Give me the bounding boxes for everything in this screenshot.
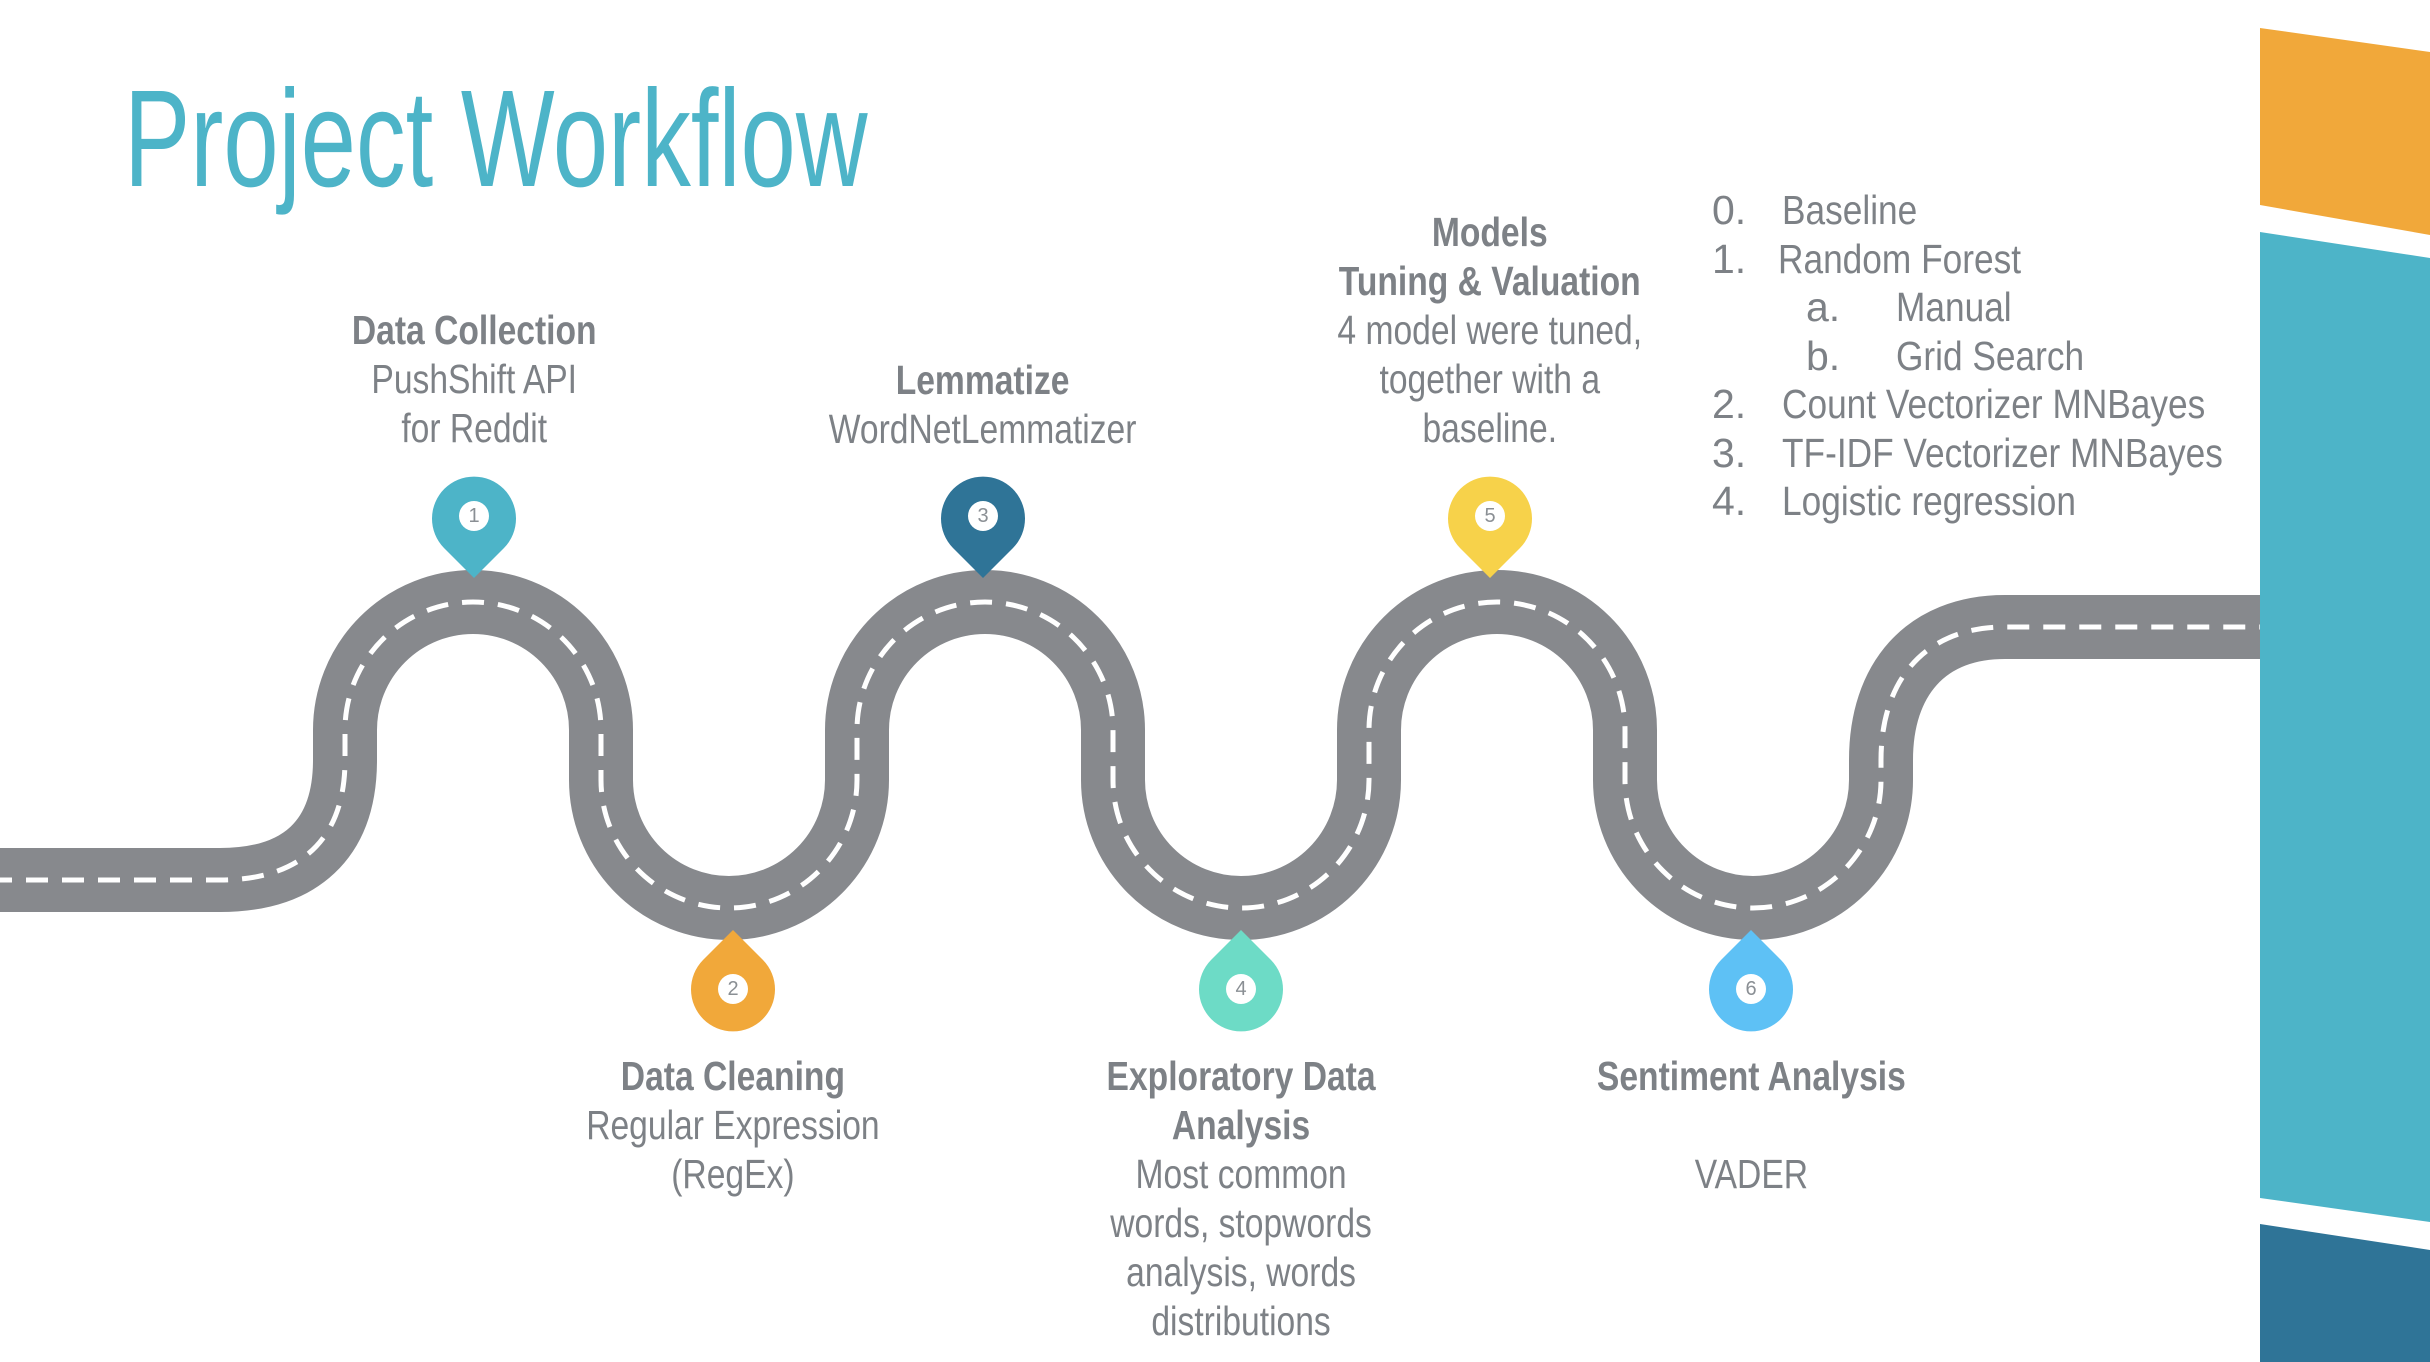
step-heading: Data Collection <box>351 307 597 353</box>
step-detail: baseline. <box>1422 405 1558 451</box>
step-detail: 4 model were tuned, <box>1337 307 1643 353</box>
step-heading: Lemmatize <box>896 357 1070 403</box>
orange-band <box>2260 28 2430 235</box>
step-detail: WordNetLemmatizer <box>829 406 1137 452</box>
pin-step-6: 6 <box>1709 928 1793 1032</box>
pin-number: 4 <box>1226 974 1256 1004</box>
pin-step-2: 2 <box>691 928 775 1032</box>
step-2-label: Data Cleaning Regular Expression (RegEx) <box>533 1052 933 1199</box>
step-detail: analysis, words <box>1126 1249 1356 1295</box>
pin-number: 3 <box>968 501 998 531</box>
step-detail: (RegEx) <box>671 1151 795 1197</box>
pin-step-1: 1 <box>432 476 516 580</box>
step-3-label: Lemmatize WordNetLemmatizer <box>773 356 1193 454</box>
pin-number: 5 <box>1475 501 1505 531</box>
step-detail-spacer <box>1597 1101 1906 1150</box>
pin-step-4: 4 <box>1199 928 1283 1032</box>
pin-number: 1 <box>459 501 489 531</box>
pin-number: 6 <box>1736 974 1766 1004</box>
step-detail: PushShift API <box>371 356 577 402</box>
step-heading: Sentiment Analysis <box>1596 1053 1906 1099</box>
step-detail: Most common <box>1135 1151 1347 1197</box>
step-detail: words, stopwords <box>1110 1200 1372 1246</box>
pin-step-5: 5 <box>1448 476 1532 580</box>
navy-band <box>2260 1224 2430 1362</box>
pin-number: 2 <box>718 974 748 1004</box>
pin-step-3: 3 <box>941 476 1025 580</box>
step-heading: Data Cleaning <box>620 1053 846 1099</box>
step-detail: together with a <box>1379 356 1601 402</box>
step-detail: VADER <box>1694 1151 1808 1197</box>
page-title: Project Workflow <box>124 62 868 216</box>
step-1-label: Data Collection PushShift API for Reddit <box>274 306 674 453</box>
step-detail: Regular Expression <box>586 1102 880 1148</box>
teal-band <box>2260 232 2430 1222</box>
step-6-label: Sentiment Analysis VADER <box>1551 1052 1951 1199</box>
step-detail: for Reddit <box>401 405 547 451</box>
step-detail: distributions <box>1151 1298 1331 1344</box>
